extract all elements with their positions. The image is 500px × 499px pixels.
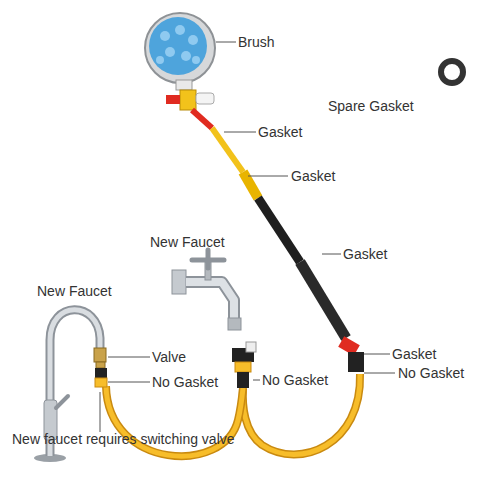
tap-handle [192,250,224,268]
tap-outlet [228,318,241,330]
part-label: Gasket [392,346,436,362]
connector [235,362,251,372]
brush-texture [156,56,164,64]
leader-line [216,42,236,43]
tap-body [186,282,234,318]
valve-knob [166,95,180,104]
brush-texture [156,25,200,64]
tap-body [186,282,234,318]
pole [300,262,346,338]
part-label: Gasket [343,246,387,262]
switching-valve [94,348,106,362]
leader-line [322,254,341,255]
leader-line [248,176,288,177]
part-label: No Gasket [262,372,328,388]
part-label: No Gasket [152,374,218,390]
connector-clip [246,342,256,352]
connector [237,372,249,388]
leader-line [108,357,150,358]
part-label: Valve [152,349,186,365]
brush-texture [165,47,175,57]
part-label: Gasket [258,124,302,140]
part-label: No Gasket [398,365,464,381]
wall-mount [172,270,186,294]
part-label: Spare Gasket [328,98,414,114]
valve-lever [196,93,214,104]
brush-texture [188,35,198,45]
brush-texture [192,56,200,64]
brush-head [145,13,215,83]
part-label: New Faucet [150,234,225,250]
part-label: New Faucet [37,283,112,299]
part-label: Gasket [291,168,335,184]
valve-body [180,90,196,110]
faucet-lever [56,396,68,408]
pole-connector [348,352,364,372]
brush-neck [176,80,192,90]
spare-gasket [441,61,463,83]
yellow-tube [212,128,243,172]
leader-line [108,382,150,383]
leader-line [100,392,101,432]
brush-texture [181,51,191,61]
nozzle [192,110,212,128]
leader-line [364,373,395,374]
leader-line [364,354,390,355]
brush-texture [175,25,185,35]
pole [258,198,300,262]
brush-fibre [149,17,207,75]
leader-line [224,132,256,133]
part-label: Brush [238,34,275,50]
brush-texture [160,31,170,41]
connector [95,368,107,378]
part-label: New faucet requires switching valve [12,431,235,447]
leader-line [253,380,260,381]
connector [95,378,107,387]
switching-valve [96,362,105,368]
